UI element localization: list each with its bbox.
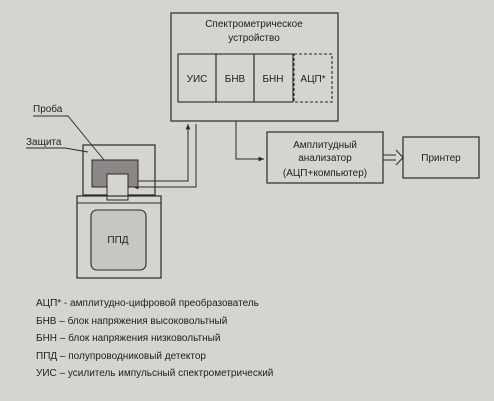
- module-bnv-label: БНВ: [225, 74, 246, 85]
- detector-spectrometer-signal-outer: [130, 124, 191, 182]
- analyzer-line3: (АЦП+компьютер): [283, 168, 367, 179]
- detector-label: ППД: [107, 235, 128, 246]
- legend-item-bnn: БНН – блок напряжения низковольтный: [36, 333, 221, 344]
- analyzer-line1: Амплитудный: [293, 140, 357, 151]
- module-uis-label: УИС: [187, 74, 208, 85]
- shield-base: [76, 195, 162, 279]
- spectrometer-title-line2: устройство: [228, 33, 280, 44]
- module-bnn-box: [253, 53, 294, 103]
- shield-leader: [26, 147, 89, 153]
- module-adc-label: АЦП*: [300, 74, 325, 85]
- sample-leader: [33, 115, 105, 161]
- analyzer-box: [266, 131, 384, 184]
- detector-spectrometer-signal-inner: [133, 124, 197, 190]
- module-adc-box: [293, 53, 333, 103]
- module-bnn-label: БНН: [262, 74, 283, 85]
- legend-item-uis: УИС – усилитель импульсный спектрометрич…: [36, 368, 274, 379]
- spectrometer-box: [170, 12, 339, 122]
- legend-item-bnv: БНВ – блок напряжения высоковольтный: [36, 315, 228, 327]
- spectrometer-analyzer-connector: [235, 121, 264, 162]
- legend-item-adc: АЦП* - амплитудно-цифровой преобразовате…: [36, 298, 259, 309]
- analyzer-line2: анализатор: [298, 153, 352, 164]
- detector-head: [106, 173, 129, 201]
- detector-body: [90, 209, 147, 271]
- spectrometer-title-line1: Спектрометрическое: [205, 19, 303, 30]
- sample-label: Проба: [33, 103, 63, 115]
- analyzer-printer-arrow-head: [395, 149, 404, 166]
- legend: АЦП* - амплитудно-цифровой преобразовате…: [36, 295, 273, 383]
- shield-label: Защита: [26, 137, 62, 148]
- legend-item-ppd: ППД – полупроводниковый детектор: [36, 350, 206, 362]
- printer-label: Принтер: [421, 153, 461, 164]
